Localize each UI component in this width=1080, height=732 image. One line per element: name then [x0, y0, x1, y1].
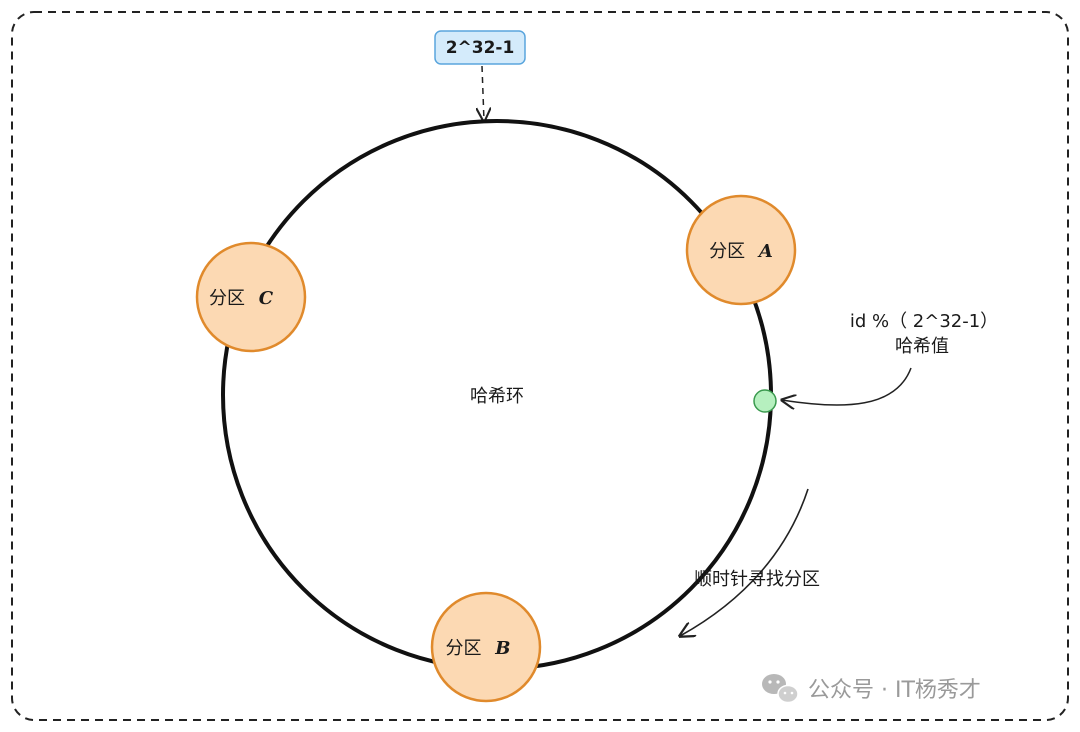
hash-point-label-line1: id %（ 2^32-1） — [850, 311, 998, 332]
hash-point-label-line2: 哈希值 — [895, 336, 949, 357]
partition-c-letter: C — [259, 288, 274, 309]
partition-b-circle — [430, 591, 542, 703]
partition-b-node: 分区 B — [430, 591, 542, 703]
wechat-icon — [762, 674, 799, 704]
partition-a-circle — [685, 194, 797, 306]
top-label-text: 2^32-1 — [446, 38, 515, 58]
ring-label: 哈希环 — [470, 386, 524, 407]
partition-c-prefix: 分区 — [209, 288, 245, 309]
partition-c-node: 分区 C — [195, 241, 307, 353]
direction-label: 顺时针寻找分区 — [694, 569, 820, 590]
partition-c-label: 分区 C — [209, 288, 274, 309]
partition-a-letter: A — [757, 241, 773, 262]
watermark: 公众号 · IT杨秀才 — [762, 674, 981, 704]
hash-point — [753, 389, 777, 413]
partition-a-node: 分区 A — [685, 194, 797, 306]
partition-b-label: 分区 B — [446, 638, 511, 659]
top-label-rect — [434, 30, 526, 65]
clockwise-arrow — [680, 488, 809, 636]
outer-frame — [11, 11, 1069, 721]
partition-b-letter: B — [494, 638, 510, 659]
hash-point-arrow — [782, 367, 912, 405]
partition-a-label: 分区 A — [709, 241, 773, 262]
partition-c-circle — [195, 241, 307, 353]
watermark-text: 公众号 · IT杨秀才 — [808, 678, 981, 703]
partition-a-prefix: 分区 — [709, 241, 745, 262]
partition-b-prefix: 分区 — [446, 638, 482, 659]
top-label-box: 2^32-1 — [434, 30, 526, 65]
top-dashed-arrow — [482, 65, 484, 121]
